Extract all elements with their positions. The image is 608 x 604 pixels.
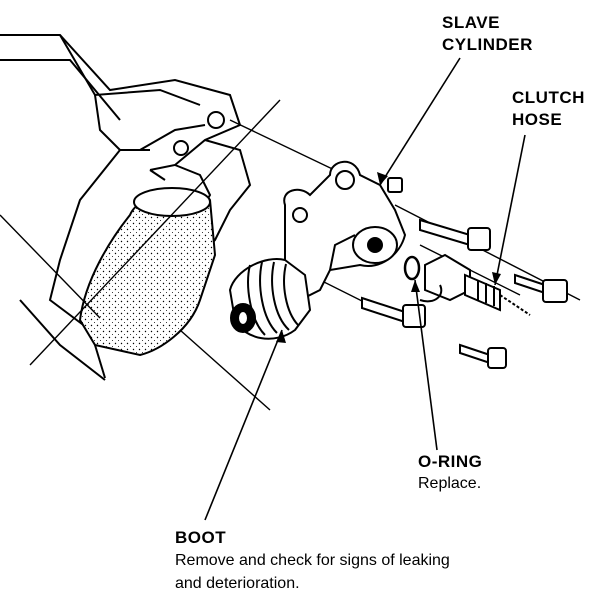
o-ring <box>403 255 421 281</box>
slave-cylinder-label-line1: SLAVE <box>442 13 500 32</box>
o-ring-note: Replace. <box>418 475 482 492</box>
boot-label: BOOT <box>175 528 227 547</box>
o-ring-label: O-RING <box>418 452 483 471</box>
transmission-housing <box>0 34 252 381</box>
bolt-top-small <box>387 177 403 193</box>
bolt-bottom-right <box>459 343 507 369</box>
boot <box>228 258 312 340</box>
bolt-upper <box>419 218 491 251</box>
arrowheads <box>276 172 501 343</box>
release-fork <box>78 187 217 379</box>
clutch-hose-fitting <box>419 253 531 316</box>
clutch-hose-label-line2: HOSE <box>512 110 563 129</box>
slave-cylinder <box>283 160 407 302</box>
boot-note-line2: and deterioration. <box>175 575 300 592</box>
bolt-lower <box>361 296 426 328</box>
clutch-hose-label-line1: CLUTCH <box>512 88 585 107</box>
bolt-far-right <box>514 273 568 303</box>
bolts <box>361 177 568 369</box>
slave-cylinder-label-line2: CYLINDER <box>442 35 533 54</box>
boot-note-line1: Remove and check for signs of leaking <box>175 552 450 569</box>
callout-pointers <box>204 57 526 521</box>
